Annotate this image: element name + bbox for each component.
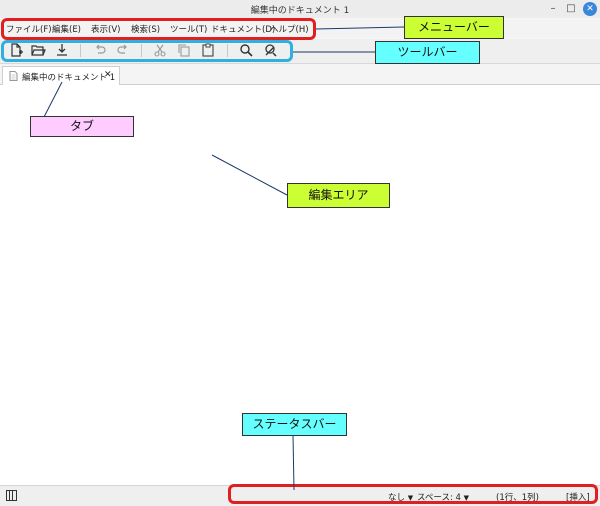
- cursor-position: (1行、1列): [496, 493, 539, 503]
- syntax-label: なし: [388, 493, 406, 503]
- toolbar-callout: ツールバー: [375, 41, 480, 64]
- tab-document-1[interactable]: 編集中のドキュメント 1 ✕: [2, 66, 120, 85]
- tab-close-icon[interactable]: ✕: [104, 70, 112, 80]
- chevron-down-icon: ▼: [407, 494, 414, 502]
- menu-file[interactable]: ファイル(F): [6, 25, 52, 35]
- menu-help[interactable]: ヘルプ(H): [270, 25, 309, 35]
- minimize-button[interactable]: –: [550, 3, 556, 14]
- statusbar-highlight: [228, 484, 598, 504]
- menu-search[interactable]: 検索(S): [131, 25, 161, 35]
- document-icon: [9, 71, 18, 81]
- new-document-icon[interactable]: [8, 42, 24, 58]
- toolbar-separator: [80, 44, 81, 57]
- statusbar-callout: ステータスバー: [242, 413, 347, 436]
- save-download-icon[interactable]: [54, 42, 70, 58]
- indent-label: スペース: 4: [417, 493, 461, 503]
- replace-icon[interactable]: [262, 42, 278, 58]
- menu-edit[interactable]: 編集(E): [52, 25, 82, 35]
- copy-icon[interactable]: [176, 42, 192, 58]
- syntax-selector[interactable]: なし ▼: [388, 491, 413, 503]
- tab-strip: 編集中のドキュメント 1 ✕: [0, 64, 600, 85]
- editor-callout: 編集エリア: [287, 183, 390, 208]
- cut-icon[interactable]: [152, 42, 168, 58]
- close-button[interactable]: ✕: [583, 2, 597, 16]
- indent-selector[interactable]: スペース: 4 ▼: [417, 491, 469, 503]
- tab-callout: タブ: [30, 116, 134, 137]
- menu-documents[interactable]: ドキュメント(D): [211, 25, 276, 35]
- side-panel-toggle-icon[interactable]: [6, 490, 17, 501]
- title-bar: 編集中のドキュメント 1 – □ ✕: [0, 0, 600, 18]
- menu-view[interactable]: 表示(V): [91, 25, 121, 35]
- chevron-down-icon: ▼: [463, 494, 470, 502]
- paste-icon[interactable]: [200, 42, 216, 58]
- menubar-highlight: [1, 18, 316, 40]
- tab-label: 編集中のドキュメント 1: [22, 73, 116, 83]
- toolbar-separator: [227, 44, 228, 57]
- open-folder-icon[interactable]: [30, 42, 46, 58]
- menu-tools[interactable]: ツール(T): [170, 25, 208, 35]
- undo-icon[interactable]: [92, 42, 108, 58]
- maximize-button[interactable]: □: [566, 3, 576, 14]
- window-title: 編集中のドキュメント 1: [250, 6, 350, 16]
- menubar-callout: メニューバー: [404, 16, 504, 39]
- toolbar-highlight: [1, 40, 293, 62]
- toolbar-separator: [141, 44, 142, 57]
- insert-mode: [挿入]: [566, 493, 590, 503]
- redo-icon[interactable]: [115, 42, 131, 58]
- search-icon[interactable]: [238, 42, 254, 58]
